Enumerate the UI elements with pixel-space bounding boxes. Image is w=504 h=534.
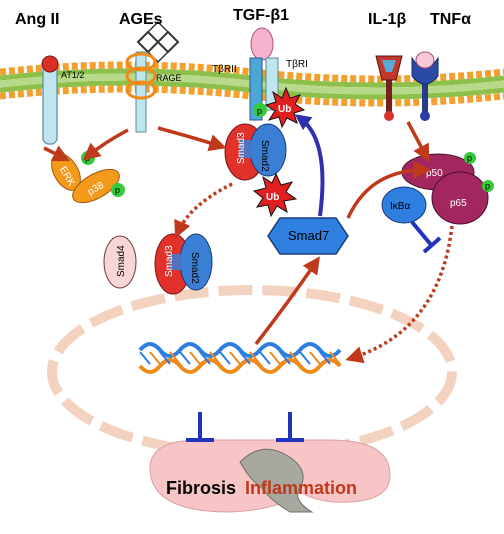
- smad7-ub-label: Ub: [266, 192, 279, 203]
- smad3-label: Smad3: [164, 245, 175, 277]
- p50-phospho-label: p: [467, 153, 472, 163]
- tbr-phospho-label: p: [257, 106, 262, 116]
- tnfa-label: TNFα: [430, 11, 471, 28]
- inflammation-label: Inflammation: [245, 478, 357, 498]
- ang2-label: Ang II: [15, 11, 59, 28]
- smad2-label: Smad2: [189, 252, 200, 284]
- smad2-top-label: Smad2: [259, 140, 270, 172]
- p65-phospho-label: p: [485, 181, 490, 191]
- inhibition-marks: [186, 220, 442, 442]
- smad23-active: [224, 123, 287, 181]
- activation-arrows: [43, 121, 431, 346]
- ikba: [381, 186, 427, 224]
- tbr-phospho: [253, 103, 267, 117]
- p50-label: p50: [426, 168, 443, 179]
- p65-label: p65: [450, 198, 467, 209]
- rage-label: RAGE: [156, 73, 182, 83]
- smad7-label: Smad7: [288, 228, 329, 243]
- kidney: [149, 439, 391, 513]
- p38-phospho-label: p: [115, 185, 120, 195]
- rage-receptor: [125, 51, 157, 133]
- nucleus: [47, 285, 457, 459]
- dashed-arrows: [174, 182, 454, 364]
- ages-label: AGEs: [119, 11, 163, 28]
- at12-label: AT1/2: [61, 70, 84, 80]
- smad7-degradation-arrow: [294, 114, 325, 217]
- smad4-label: Smad4: [116, 245, 127, 277]
- receptor-ub-label: Ub: [278, 104, 291, 115]
- smad23-complex: [154, 233, 213, 295]
- tbr1-label: TβRI: [286, 59, 308, 70]
- tnf-receptor: [411, 51, 439, 121]
- smad3-top-label: Smad3: [236, 132, 247, 164]
- ikba-label: IκBα: [390, 201, 410, 212]
- il1-receptor: [375, 55, 403, 121]
- smad7: Ub: [252, 172, 349, 255]
- tgfb1-ligand: [250, 27, 274, 61]
- il1b-label: IL-1β: [368, 11, 406, 28]
- tbr2-label: TβRII: [212, 64, 237, 75]
- tgfb1-label: TGF-β1: [233, 7, 289, 24]
- receptor-ub-star: Ub: [264, 86, 306, 129]
- smad4: [103, 235, 137, 289]
- at12-receptor: [41, 55, 59, 145]
- fibrosis-label: Fibrosis: [166, 478, 236, 498]
- dna-helix: [138, 342, 342, 374]
